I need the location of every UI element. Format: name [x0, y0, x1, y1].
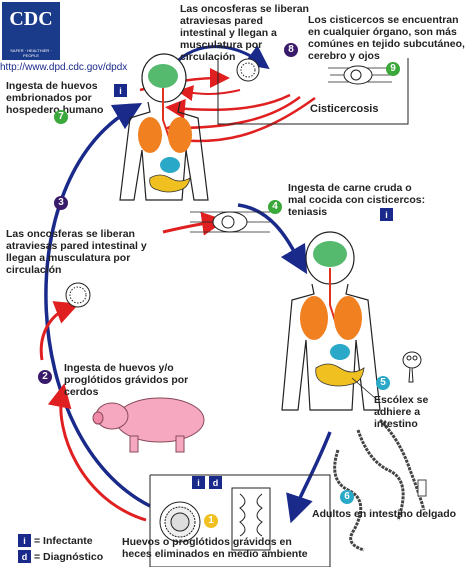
cdc-logo-text: CDC: [9, 8, 53, 30]
step1-infective-icon: i: [192, 476, 205, 489]
step1-diagnostic-icon: d: [209, 476, 222, 489]
scolex: [402, 351, 422, 383]
step6-number: 6: [340, 490, 354, 504]
step1-number: 1: [204, 514, 218, 528]
lung-left-right: [300, 296, 328, 340]
cisticercosis-box: [217, 58, 409, 125]
cisticercosis-label: Cisticercosis: [310, 103, 379, 115]
legend-diagnostic-icon: d: [18, 550, 31, 563]
red-arc-step1-to-2: [47, 383, 147, 522]
egg-step8: [236, 58, 260, 82]
legend-infective-icon: i: [18, 534, 31, 547]
lung-right-right: [334, 296, 362, 340]
step2-text: Ingesta de huevos y/o proglótidos grávid…: [64, 362, 189, 398]
step6-text: Adultos en intestino delgado: [312, 508, 457, 520]
lung-left-top: [138, 117, 162, 153]
blue-arc-left: [44, 102, 151, 508]
pointer-to-intestine: [351, 377, 376, 399]
proglottid: [417, 479, 427, 497]
cysticercus-meat: [190, 211, 270, 233]
step7-infective-icon: i: [114, 84, 127, 97]
brain-top: [148, 64, 178, 88]
intestine-top: [149, 174, 191, 193]
legend-diagnostic-label: = Diagnóstico: [34, 551, 104, 563]
step5-number: 5: [376, 376, 390, 390]
step3-number: 3: [54, 196, 68, 210]
step1-text: Huevos o proglótidos grávidos en heces e…: [122, 536, 308, 560]
red-arc-step2-to-3: [39, 301, 80, 361]
blue-arc-bottom: [286, 431, 332, 524]
stage1-box: [149, 474, 331, 567]
red-arc-to-meat: [162, 211, 226, 236]
step4-text: Ingesta de carne cruda o mal cocida con …: [288, 182, 426, 218]
step9-number: 9: [386, 62, 400, 76]
step9-text: Los cisticercos se encuentran en cualqui…: [308, 14, 465, 62]
step2-number: 2: [38, 370, 52, 384]
esophagus-top: [162, 88, 171, 141]
cdc-logo-tagline: SAFER · HEALTHIER · PEOPLE: [10, 48, 52, 58]
step8-number: 8: [284, 43, 298, 57]
pig: [92, 397, 205, 453]
red-arc-to-tissue-3: [168, 96, 316, 151]
step7-number: 7: [54, 110, 68, 124]
step4-number: 4: [268, 200, 282, 214]
legend-infective-label: = Infectante: [34, 535, 93, 547]
intestine-right: [315, 363, 365, 387]
lung-right-top: [168, 117, 192, 153]
red-arc-to-tissue-4: [177, 85, 241, 101]
stomach-right: [330, 344, 350, 360]
cysticercus-tissue-top: [328, 65, 392, 85]
egg-step3: [65, 282, 91, 308]
step8-text: Las oncosferas se liberan atraviesas par…: [180, 3, 309, 63]
dpdx-url: http://www.dpd.cdc.gov/dpdx: [0, 62, 128, 73]
red-arc-to-tissue-2: [165, 96, 301, 138]
cdc-logo: [2, 2, 60, 60]
adult-tapeworm-2: [378, 418, 426, 511]
egg-stage1: [159, 501, 201, 543]
proglottid-stage1: [231, 487, 271, 551]
adult-tapeworm: [333, 429, 405, 552]
step3-text: Las oncosferas se liberan atraviesas par…: [6, 228, 147, 276]
brain-right: [313, 241, 347, 267]
step4-infective-icon: i: [380, 208, 393, 221]
step5-text: Escólex se adhiere a intestino: [374, 394, 429, 430]
blue-arc-right: [237, 203, 308, 275]
step7-text: Ingesta de huevos embrionados por hosped…: [6, 80, 104, 116]
stomach-top: [160, 157, 180, 173]
red-arc-to-tissue-1: [165, 93, 291, 119]
